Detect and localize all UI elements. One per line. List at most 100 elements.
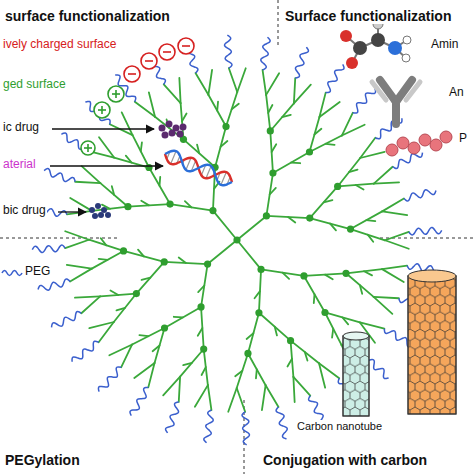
dendrimer-branch <box>139 335 148 336</box>
peg-chain <box>85 101 110 124</box>
positive-charge <box>101 106 103 114</box>
dendrimer-branch <box>332 329 333 338</box>
dendrimer-branch <box>208 70 212 95</box>
dendrimer-branch <box>232 104 239 109</box>
negative-charge <box>178 38 194 54</box>
dendrimer-branch <box>142 278 151 280</box>
dendrimer-branch <box>374 182 399 183</box>
dendrimer-branch <box>141 142 142 151</box>
dendrimer-branch <box>305 352 308 361</box>
section-heading: surface functionalization <box>4 8 171 24</box>
dendrimer-branch <box>208 240 237 264</box>
peg-chain <box>409 228 442 235</box>
peg-chain <box>404 190 436 201</box>
dendrimer-branch <box>237 388 245 412</box>
dendrimer-branch <box>141 201 149 206</box>
dendrimer-branch <box>287 359 291 367</box>
peg-chain <box>166 402 179 433</box>
dendrimer-branch <box>263 70 267 95</box>
hydrophobic-drug <box>101 207 107 213</box>
dendrimer-branch <box>70 269 92 282</box>
hydrophobic-drug <box>105 212 111 218</box>
peg-chain <box>261 37 270 70</box>
positive-charge <box>108 86 124 102</box>
dendrimer-branch <box>360 285 362 294</box>
part-label: PEG <box>24 265 51 279</box>
dendrimer-branch <box>342 125 365 136</box>
dendrimer-branch <box>237 68 245 92</box>
dna-strand <box>165 151 232 185</box>
hydrophobic-drug <box>95 203 101 209</box>
dendrimer-branch <box>65 231 89 239</box>
dendrimer-branch <box>235 371 242 376</box>
branch-point <box>267 127 274 134</box>
dendrimer-branch <box>228 388 236 412</box>
dendrimer-branch <box>133 135 149 167</box>
dendrimer-branch <box>268 105 272 113</box>
branch-point <box>347 225 354 232</box>
dendrimer-branch <box>382 266 407 270</box>
hydrophilic-drug <box>159 125 166 132</box>
dendrimer-branch <box>114 294 137 322</box>
amino-acid-molecule <box>346 57 358 69</box>
amino-acid-molecule <box>340 19 411 69</box>
branch-point <box>287 337 294 344</box>
branch-point <box>161 258 168 265</box>
leader-arrow <box>50 165 163 166</box>
dendrimer-branch <box>202 367 206 375</box>
amino-acid-molecule <box>402 54 410 62</box>
hydrophilic-drug <box>166 121 173 128</box>
carbon-nanotube <box>408 276 456 414</box>
peg-chain <box>242 412 249 445</box>
dendrimer-branch <box>288 217 295 222</box>
dendrimer-branch <box>185 201 192 207</box>
dendrimer-branch <box>314 129 321 135</box>
peg-chain <box>38 279 70 290</box>
part-label: ic drug <box>2 121 40 135</box>
carbon-nanotube <box>343 270 456 416</box>
dendrimer-branch <box>75 296 100 297</box>
dendrimer-branch <box>75 182 100 183</box>
dendrimer-branch <box>310 186 338 218</box>
dendrimer-branch <box>313 294 315 303</box>
branch-point <box>204 260 211 267</box>
dendrimer-branch <box>221 141 228 147</box>
dendrimer-branch <box>382 269 404 282</box>
branch-point <box>197 303 204 310</box>
branch-point <box>222 123 229 130</box>
peg-chain <box>204 410 213 443</box>
carbon-nanotube <box>343 336 369 416</box>
branch-point <box>233 236 240 243</box>
carbon-nanotube <box>408 276 456 414</box>
dendrimer-branch <box>270 188 276 195</box>
amino-acid-molecule <box>371 33 385 47</box>
dendrimer-branch <box>229 68 237 92</box>
branch-point <box>161 324 168 331</box>
dendrimer-branch <box>112 186 114 195</box>
dendrimer-branch <box>216 102 219 111</box>
dendrimer-branch <box>291 341 319 364</box>
peg-chain <box>326 64 344 92</box>
dendrimer-branch <box>174 316 183 318</box>
dendrimer-branch <box>349 170 358 173</box>
amino-acid-molecule <box>403 36 411 44</box>
branch-point <box>306 148 313 155</box>
dendrimer-branch <box>294 78 295 103</box>
hydrophilic-drug <box>162 132 169 139</box>
part-label: P <box>458 132 468 146</box>
dendrimer-branch <box>291 162 300 164</box>
dendrimer-branch <box>275 327 277 336</box>
carbon-nanotube <box>408 270 456 282</box>
hydrophilic-drug <box>169 130 176 137</box>
dendrimer-branch <box>374 167 393 184</box>
dendrimer-branch <box>196 73 209 95</box>
dendrimer-branch <box>247 333 254 339</box>
peptide-chain <box>397 137 409 149</box>
dendrimer-branch <box>163 377 180 396</box>
peg-chain <box>98 367 121 392</box>
dendrimer-branch <box>82 166 101 183</box>
charge-label: ged surface <box>2 78 67 92</box>
dendrimer-branch <box>237 240 261 269</box>
